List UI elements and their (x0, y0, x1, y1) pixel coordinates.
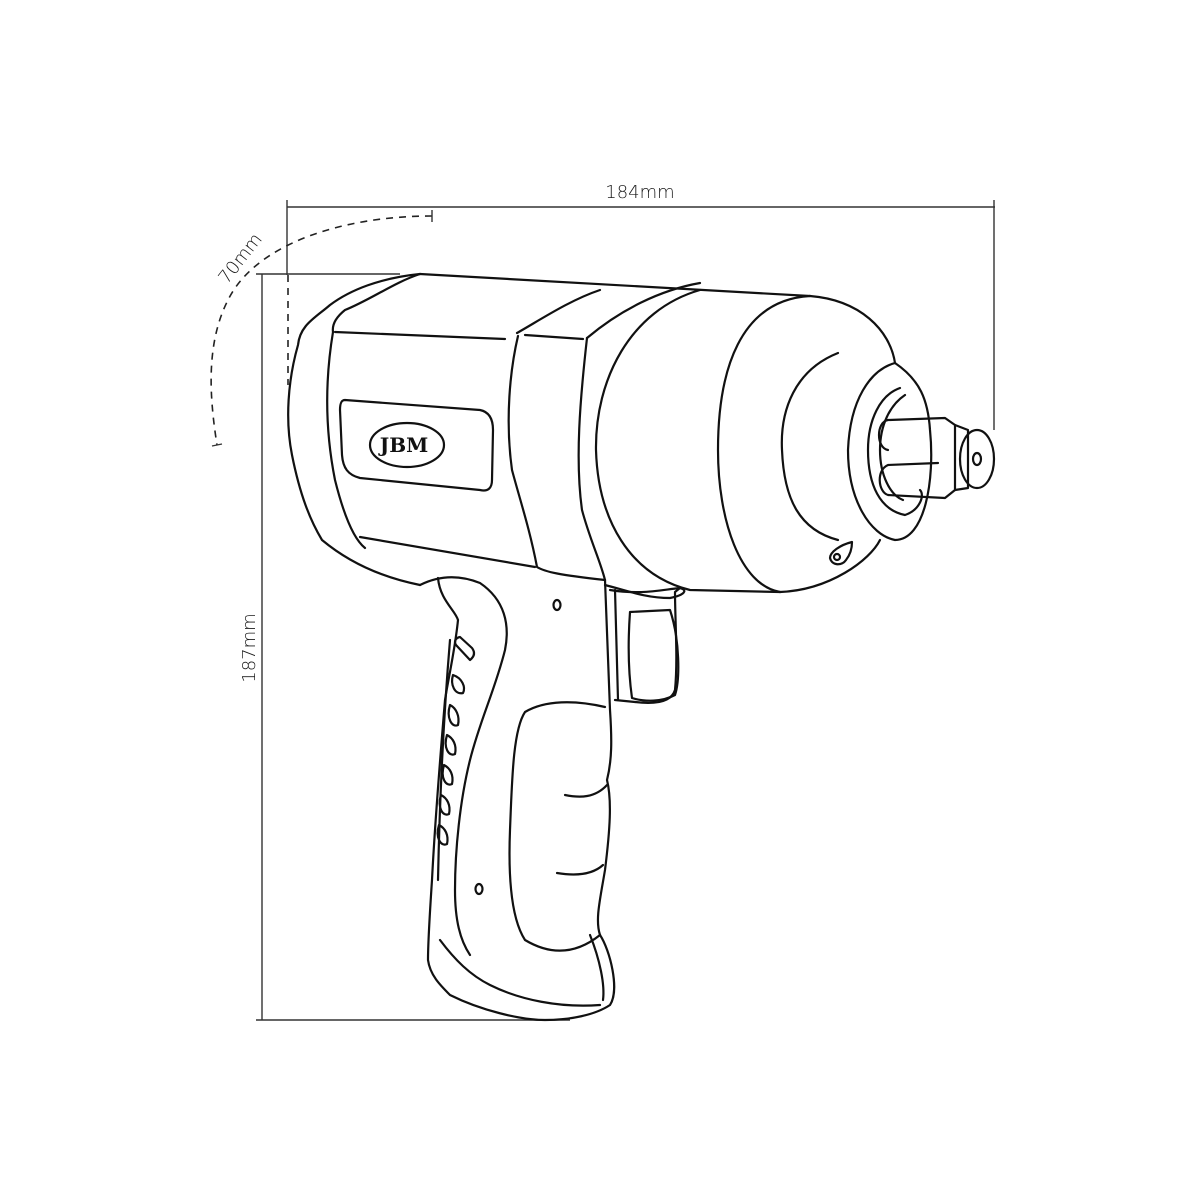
logo-oval (368, 421, 446, 469)
anvil-collar (846, 361, 933, 542)
square-drive (877, 416, 957, 500)
hammer-case (594, 288, 782, 594)
motor-housing (333, 288, 602, 569)
length-label: 184mm (605, 182, 674, 203)
rear-boot (287, 272, 422, 587)
logo-panel (338, 398, 495, 492)
grip-back (426, 576, 616, 1022)
grip-front (596, 578, 613, 937)
impact-wrench: JBM (287, 272, 996, 1022)
handle (418, 576, 508, 957)
screw-hole (552, 598, 562, 612)
height-label: 187mm (239, 613, 260, 682)
screw-hole (474, 882, 484, 896)
oil-port (828, 540, 854, 566)
dimension-width: 70mm (210, 210, 433, 447)
dimension-length: 184mm (286, 182, 995, 430)
width-label: 70mm (215, 229, 267, 288)
rear-boot-inner (326, 272, 422, 550)
brand-logo: JBM (378, 433, 429, 457)
dimension-height: 187mm (239, 273, 570, 1021)
